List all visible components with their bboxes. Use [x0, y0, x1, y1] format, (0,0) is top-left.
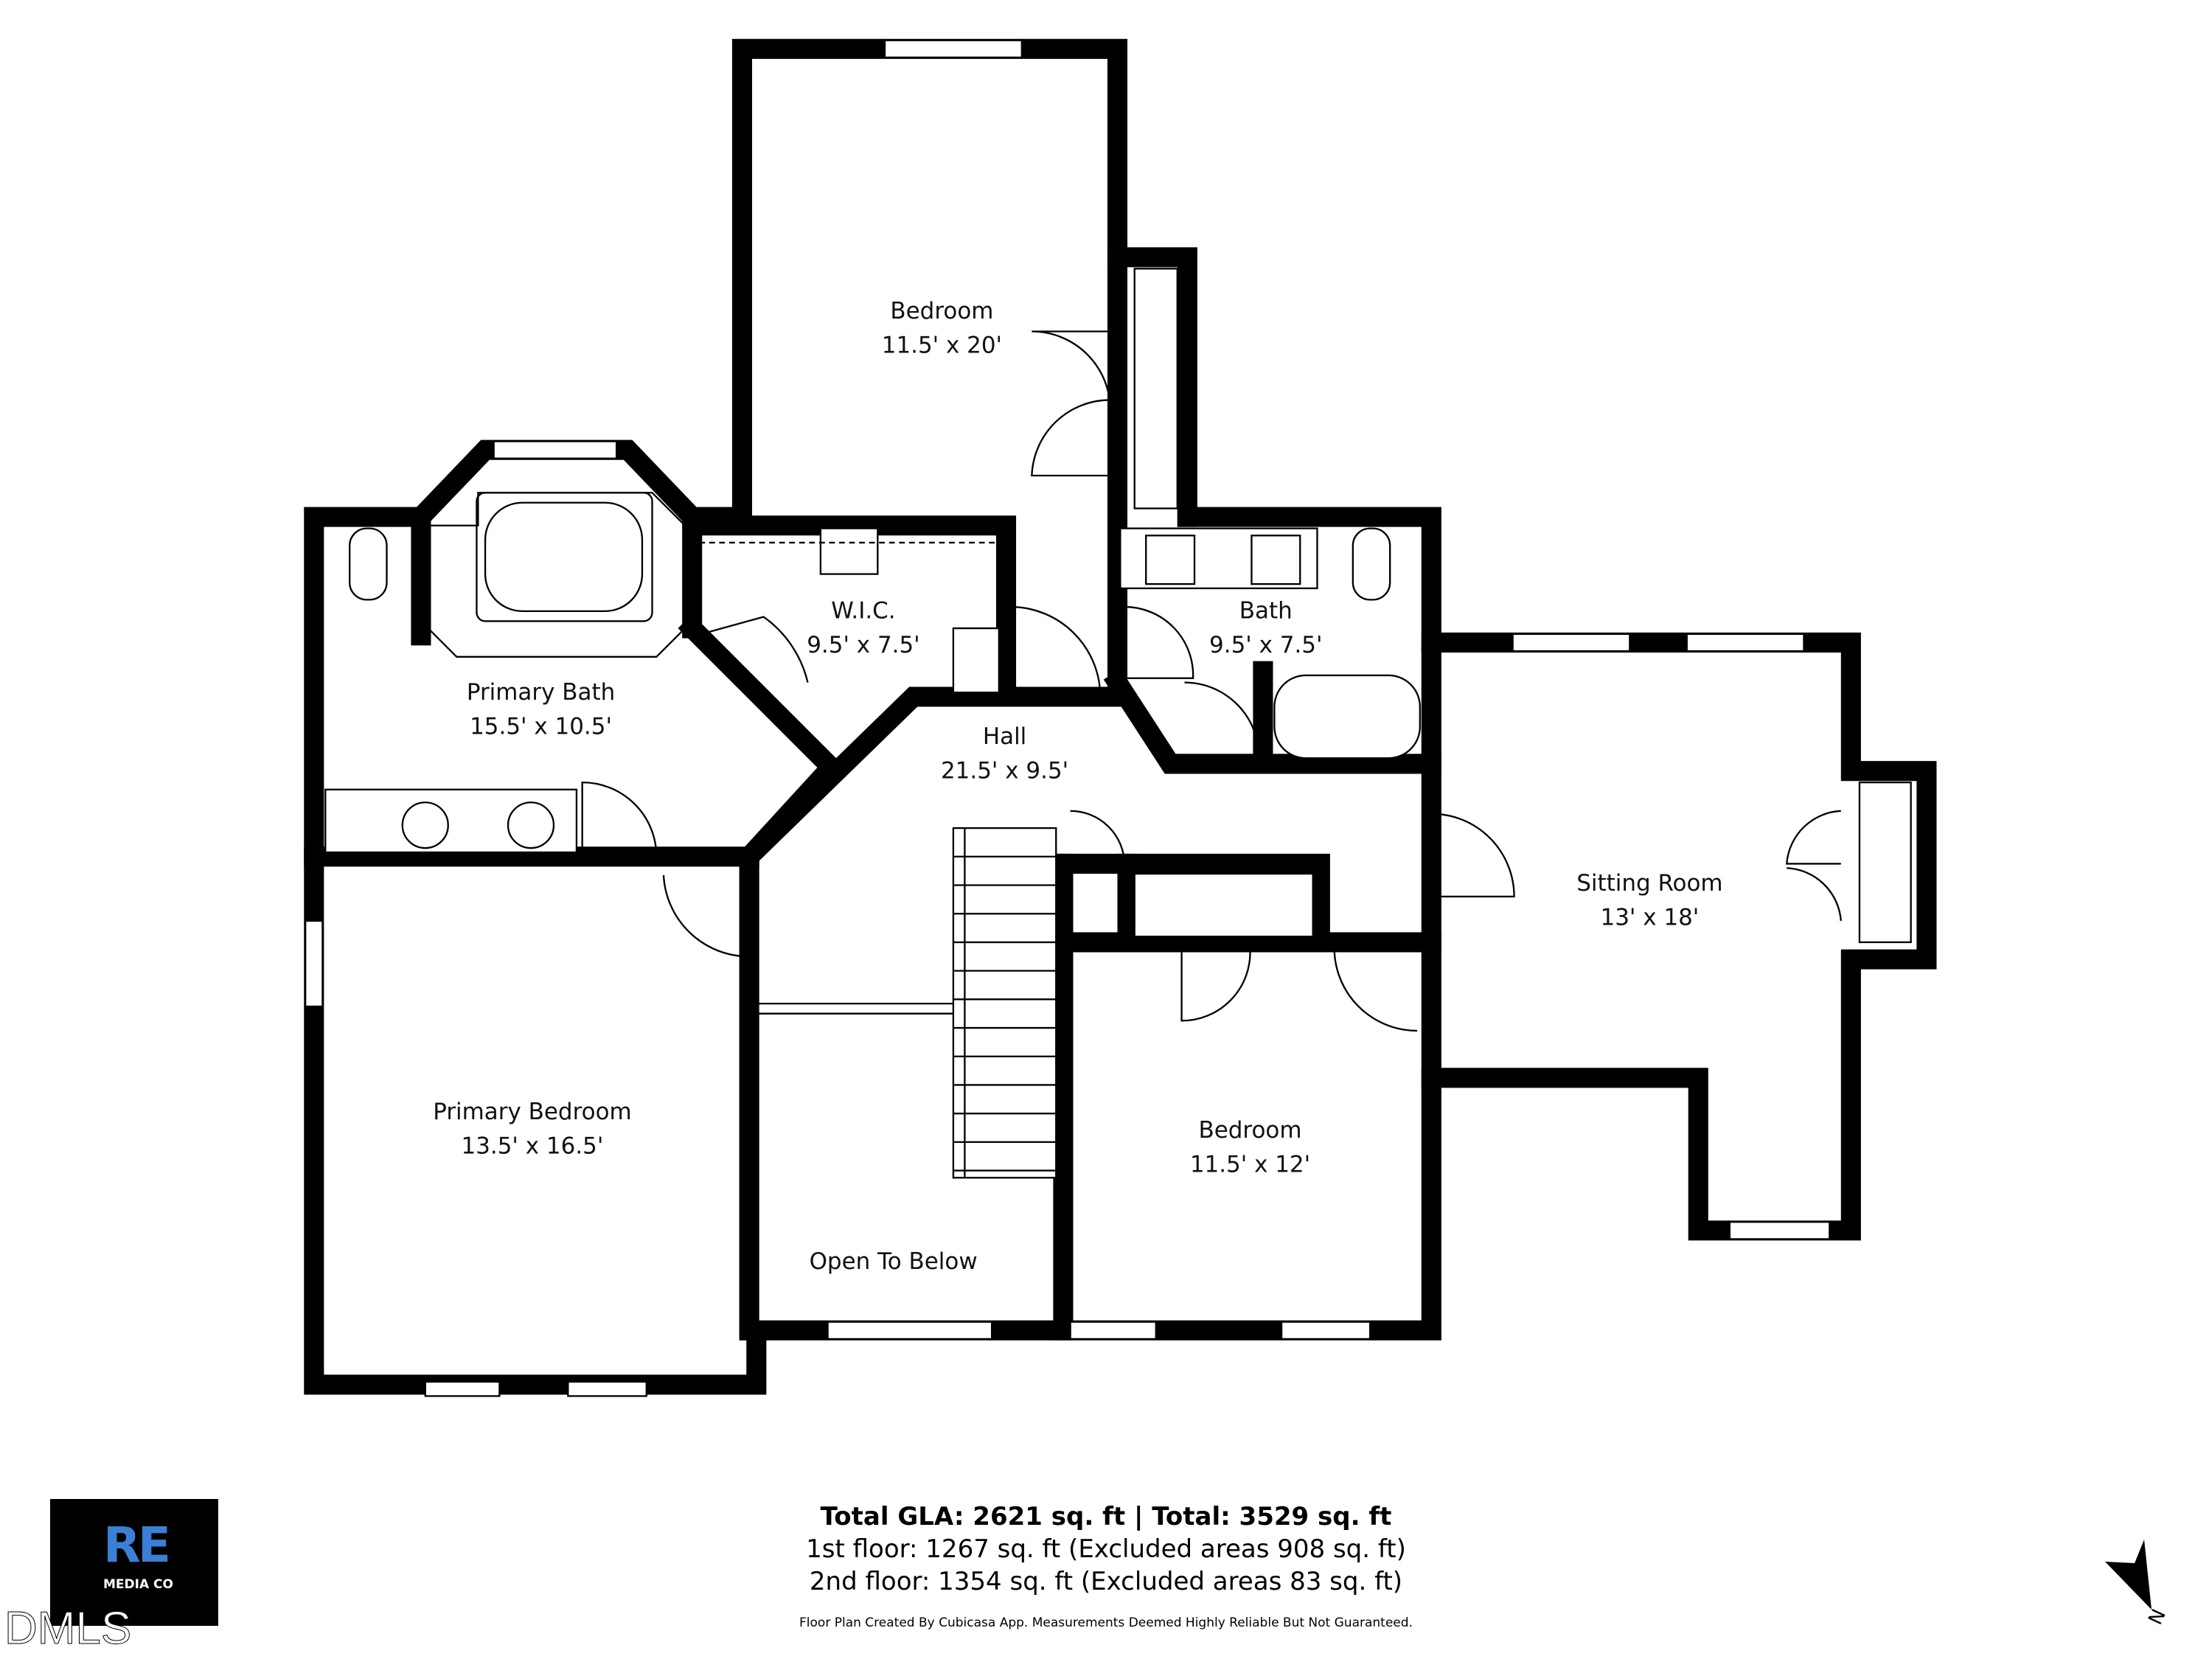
logo-mark: RE [103, 1517, 171, 1573]
total-area: Total GLA: 2621 sq. ft | Total: 3529 sq.… [820, 1502, 1392, 1531]
room-dims: 13.5' x 16.5' [462, 1133, 604, 1159]
room-dims: 11.5' x 12' [1190, 1152, 1310, 1178]
room-dims: 9.5' x 7.5' [1209, 632, 1322, 658]
first-floor-area: 1st floor: 1267 sq. ft (Excluded areas 9… [806, 1534, 1406, 1564]
second-floor-area: 2nd floor: 1354 sq. ft (Excluded areas 8… [809, 1567, 1403, 1596]
room-dims: 15.5' x 10.5' [470, 713, 612, 740]
logo-sub: MEDIA CO [103, 1577, 173, 1592]
disclaimer: Floor Plan Created By Cubicasa App. Meas… [799, 1615, 1413, 1630]
room-dims: 13' x 18' [1601, 905, 1700, 931]
room-name: Primary Bedroom [433, 1099, 631, 1125]
doors [581, 330, 1842, 1032]
room-name: Primary Bath [467, 679, 615, 706]
room-name: Sitting Room [1576, 870, 1722, 897]
walls [304, 38, 1937, 1395]
room-dims: 9.5' x 7.5' [807, 632, 919, 658]
mls-watermark: DMLS [4, 1603, 132, 1654]
room-name: Bedroom [1198, 1117, 1301, 1144]
staircase [952, 827, 1057, 1179]
room-name: W.I.C. [831, 598, 895, 625]
windows [305, 39, 1912, 1397]
room-name: Bedroom [890, 298, 993, 324]
compass-label: N [2144, 1606, 2170, 1628]
area-summary: Total GLA: 2621 sq. ft | Total: 3529 sq.… [0, 1500, 2212, 1630]
fixtures [324, 492, 1421, 1015]
room-name: Bath [1239, 598, 1293, 625]
room-name: Hall [983, 723, 1026, 750]
north-arrow-icon: N [2105, 1540, 2171, 1628]
room-dims: 11.5' x 20' [882, 333, 1002, 359]
room-dims: 21.5' x 9.5' [941, 757, 1068, 784]
room-labels: Bedroom 11.5' x 20' W.I.C. 9.5' x 7.5' B… [433, 298, 1722, 1275]
re-media-logo: RE MEDIA CO [50, 1499, 218, 1626]
room-name: Open To Below [810, 1248, 978, 1275]
